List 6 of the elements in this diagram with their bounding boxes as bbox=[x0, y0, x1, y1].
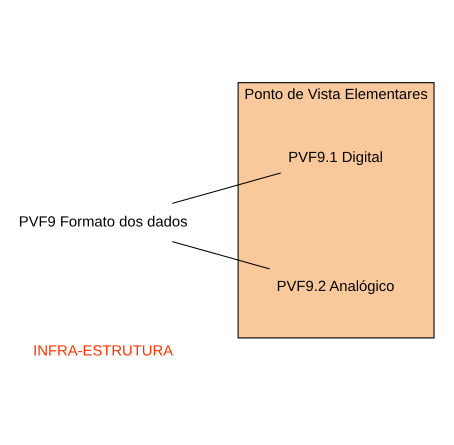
node-text: PVF9.1 Digital bbox=[288, 150, 383, 166]
connector bbox=[172, 172, 281, 204]
connector bbox=[172, 241, 270, 270]
node-text: PVF9 Formato dos dados bbox=[18, 214, 188, 230]
label: INFRA-ESTRUTURA bbox=[33, 344, 174, 360]
node-text: PVF9.2 Analógico bbox=[276, 279, 394, 296]
